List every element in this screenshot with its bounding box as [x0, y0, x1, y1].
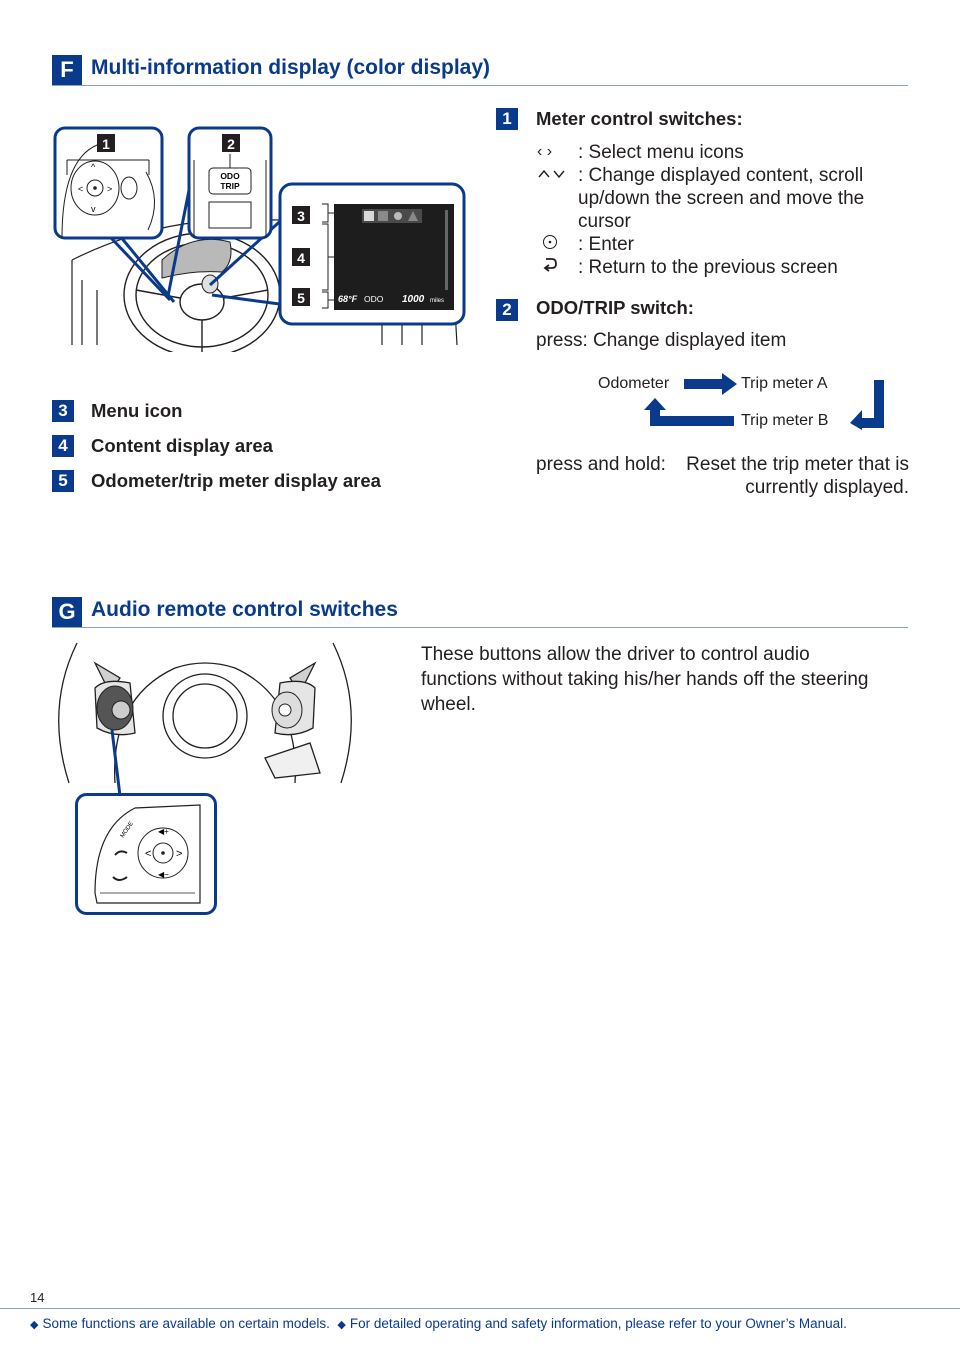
- audio-callout-line: [110, 730, 122, 797]
- dashboard-illustration: ^ v < > 1 ODO TRIP 2 68°F ODO 1000 miles: [53, 126, 466, 352]
- footer-notes: ◆Some functions are available on certain…: [30, 1316, 847, 1331]
- item-3-label: Menu icon: [91, 400, 183, 421]
- section-f-letter: F: [52, 55, 82, 85]
- footer-note-2: For detailed operating and safety inform…: [349, 1316, 847, 1331]
- item-1-title: Meter control switches:: [536, 108, 743, 129]
- item-1-row-return: : Return to the previous screen: [578, 257, 838, 278]
- item-2-title: ODO/TRIP switch:: [536, 297, 694, 318]
- flow-odometer: Odometer: [598, 375, 670, 392]
- inset-odo-trip: ODO TRIP: [187, 126, 273, 240]
- odo-button-text: ODO: [220, 171, 240, 181]
- item-2-hold-text: Reset the trip meter that is currently d…: [686, 454, 909, 498]
- item-5-badge: 5: [52, 470, 74, 492]
- item-2-press: press: Change displayed item: [536, 330, 787, 351]
- item-3-badge: 3: [52, 400, 74, 422]
- diamond-bullet-icon: ◆: [337, 1319, 346, 1331]
- section-f-header: F Multi-information display (color displ…: [52, 55, 908, 86]
- item-2-hold-label: press and hold:: [536, 454, 666, 475]
- left-switch-pod: [96, 685, 134, 731]
- section-g-letter: G: [52, 597, 82, 627]
- svg-text:>: >: [107, 184, 112, 194]
- svg-text:◀−: ◀−: [158, 870, 169, 879]
- left-right-arrows-icon: ‹ ›: [537, 143, 553, 160]
- footer-divider: [0, 1308, 960, 1309]
- svg-text:v: v: [91, 204, 96, 214]
- trip-button-text: TRIP: [220, 181, 240, 191]
- item-4-badge: 4: [52, 435, 74, 457]
- flow-trip-b: Trip meter B: [741, 412, 829, 429]
- callout-3: 3: [297, 208, 305, 224]
- section-g-header: G Audio remote control switches: [52, 597, 908, 628]
- item-1-row-enter: : Enter: [578, 234, 634, 255]
- svg-text:>: >: [176, 848, 182, 860]
- svg-text:^: ^: [91, 162, 96, 172]
- flow-arrow-right: [684, 373, 737, 395]
- flow-arrow-down-return: [850, 380, 884, 430]
- callout-4-bg: [292, 248, 310, 266]
- screen-odo-value: 1000: [402, 294, 425, 305]
- flow-arrow-left-up: [644, 398, 734, 426]
- return-arrow-icon: [543, 258, 557, 272]
- callout-5-bg: [292, 288, 310, 306]
- callout-5: 5: [297, 290, 305, 306]
- right-switch-pod: [271, 691, 303, 729]
- enter-circle-icon: [543, 235, 557, 249]
- footer-note-1: Some functions are available on certain …: [42, 1316, 330, 1331]
- item-1-badge: 1: [496, 108, 518, 130]
- diamond-bullet-icon: ◆: [30, 1319, 39, 1331]
- inset-display-screen: 68°F ODO 1000 miles: [278, 182, 466, 326]
- callout-2-bg: [222, 134, 240, 152]
- audio-switch-inset: < > ◀+ ◀− MODE: [75, 793, 217, 915]
- svg-text:<: <: [145, 848, 151, 860]
- item-4-label: Content display area: [91, 435, 273, 456]
- section-g-description: These buttons allow the driver to contro…: [421, 644, 869, 715]
- up-down-arrows-icon: [538, 169, 565, 179]
- callout-4: 4: [297, 250, 305, 266]
- item-2-badge: 2: [496, 299, 518, 321]
- callout-2: 2: [227, 136, 235, 152]
- screen-odo-label: ODO: [364, 294, 384, 304]
- item-5-label: Odometer/trip meter display area: [91, 470, 381, 491]
- svg-text:<: <: [78, 184, 83, 194]
- flow-trip-a: Trip meter A: [741, 375, 828, 392]
- section-f-title: Multi-information display (color display…: [91, 56, 491, 79]
- callout-1: 1: [102, 136, 110, 152]
- svg-text:◀+: ◀+: [158, 827, 169, 836]
- page-number: 14: [30, 1290, 45, 1305]
- callout-1-bg: [97, 134, 115, 152]
- screen-odo-unit: miles: [430, 298, 444, 304]
- item-1-row-change-text: : Change displayed content, scroll up/do…: [578, 165, 865, 232]
- callout-3-bg: [292, 206, 310, 224]
- inset-meter-switches: ^ v < >: [53, 126, 164, 240]
- item-1-row-select: : Select menu icons: [578, 142, 744, 163]
- meter-cluster: [161, 238, 232, 279]
- audio-steering-wheel-illustration: [58, 642, 352, 784]
- screen-temp: 68°F: [338, 294, 358, 304]
- item-1-row-change: : Change displayed content, scroll up/do…: [578, 164, 908, 233]
- section-g-title: Audio remote control switches: [91, 598, 398, 621]
